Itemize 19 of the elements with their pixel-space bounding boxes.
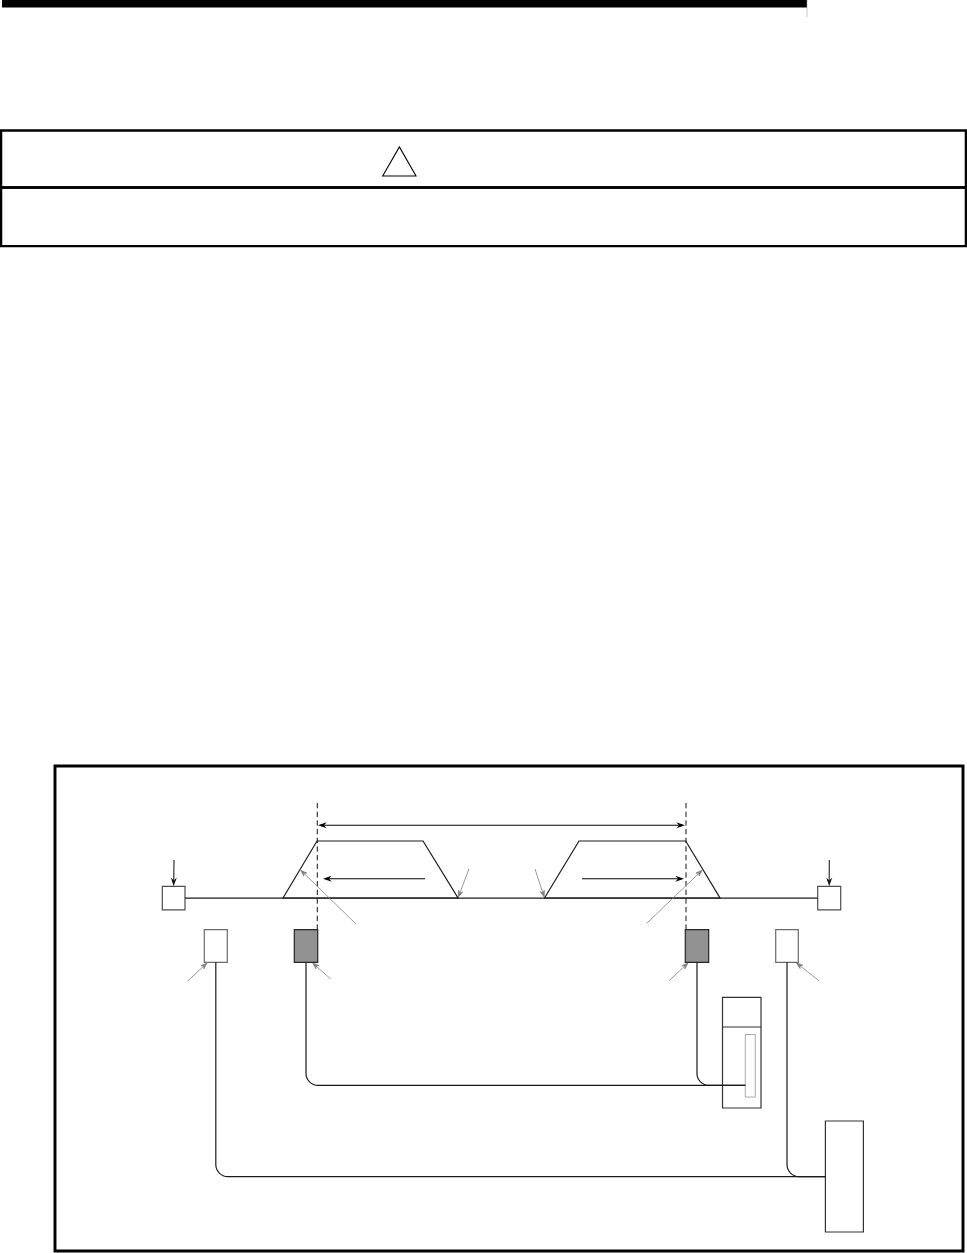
control-unit bbox=[824, 1120, 864, 1233]
cable-line bbox=[696, 961, 746, 1086]
leader-arrow bbox=[796, 962, 820, 982]
leader-arrow bbox=[300, 869, 357, 925]
end-block bbox=[817, 885, 842, 911]
leader-arrow bbox=[312, 962, 332, 980]
connector-slot bbox=[744, 1034, 756, 1098]
cable-line bbox=[786, 961, 826, 1178]
leader-arrow bbox=[646, 869, 703, 924]
leader-arrow bbox=[458, 868, 470, 898]
sensor-block bbox=[293, 929, 319, 963]
sensor-block bbox=[684, 929, 710, 963]
sensor-block bbox=[203, 929, 228, 963]
rail-line bbox=[184, 897, 819, 899]
leader-arrow bbox=[534, 868, 545, 898]
leader-arrow bbox=[187, 962, 208, 982]
sensor-block bbox=[775, 929, 799, 963]
leader-arrow bbox=[668, 962, 689, 982]
end-block bbox=[161, 885, 186, 911]
